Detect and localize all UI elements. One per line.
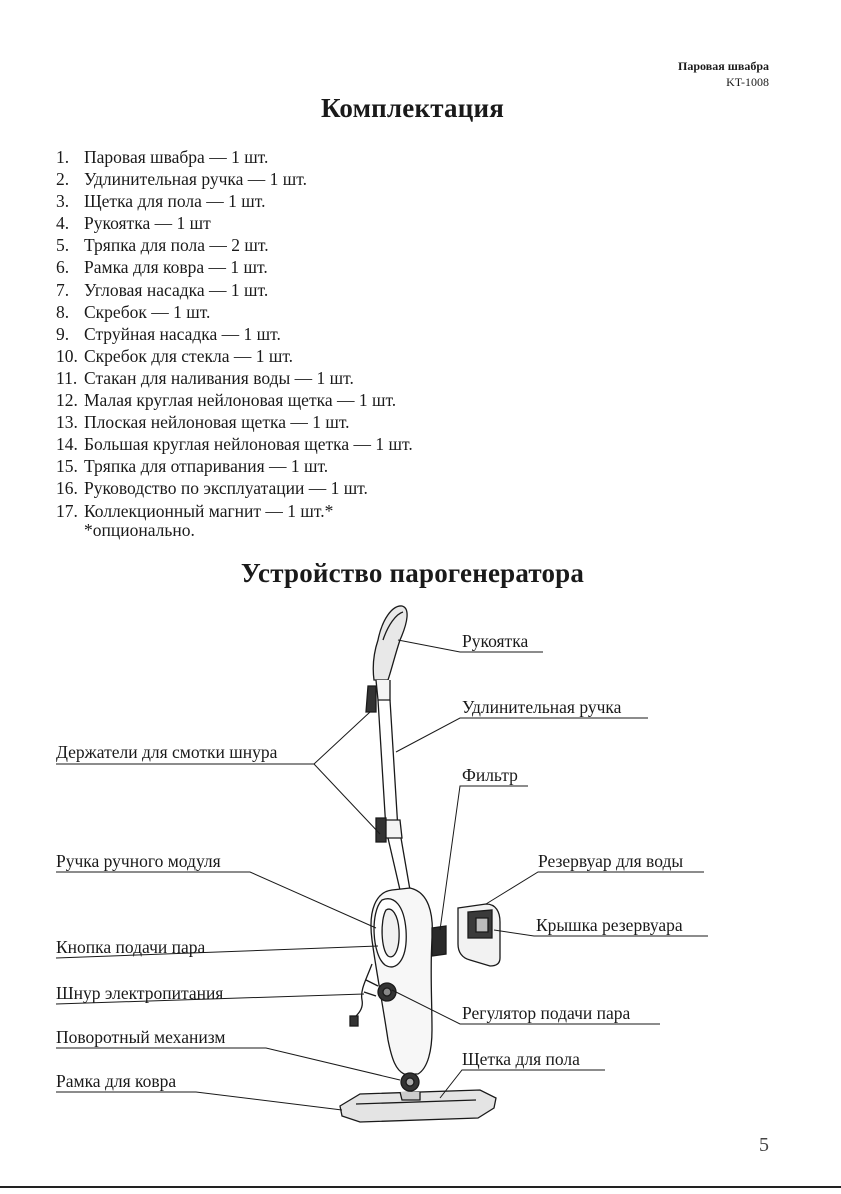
list-item-number: 12. xyxy=(56,390,78,411)
list-item: 12. Малая круглая нейлоновая щетка — 1 шт… xyxy=(56,389,413,411)
label-module-handle: Ручка ручного модуля xyxy=(56,851,221,871)
list-item-number: 16. xyxy=(56,478,78,499)
list-item-text: Щетка для пола — 1 шт. xyxy=(84,191,266,212)
list-item-text: Паровая швабра — 1 шт. xyxy=(84,147,269,167)
list-item-text: Большая круглая нейлоновая щетка — 1 шт. xyxy=(84,434,413,455)
page-header: Паровая швабра KT-1008 xyxy=(678,58,769,90)
label-power-cord: Шнур электропитания xyxy=(56,983,224,1003)
list-item: 9. Струйная насадка — 1 шт. xyxy=(56,323,413,345)
list-item-number: 2. xyxy=(56,169,70,190)
steam-mop-illustration xyxy=(339,605,501,1123)
list-item-number: 14. xyxy=(56,434,78,455)
list-item-text: Руководство по эксплуатации — 1 шт. xyxy=(84,478,368,499)
list-item-text: Тряпка для пола — 2 шт. xyxy=(84,235,269,256)
list-item: 2. Удлинительная ручка — 1 шт. xyxy=(56,168,413,190)
list-item-number: 10. xyxy=(56,345,78,366)
list-item-number: 13. xyxy=(56,412,78,433)
list-item: 17. Коллекционный магнит — 1 шт.* xyxy=(56,500,413,522)
list-item-number: 8. xyxy=(56,301,70,322)
bottom-rule xyxy=(0,1186,841,1188)
label-handle: Рукоятка xyxy=(462,631,529,651)
label-filter: Фильтр xyxy=(462,765,518,785)
list-item-text: Удлинительная ручка — 1 шт. xyxy=(84,169,307,190)
list-item-number: 6. xyxy=(56,257,70,278)
list-item-text: Коллекционный магнит — 1 шт.* xyxy=(84,500,334,521)
label-carpet-frame: Рамка для ковра xyxy=(56,1071,177,1091)
list-item-number: 4. xyxy=(56,213,70,234)
label-tank-cap: Крышка резервуара xyxy=(536,915,683,935)
contents-list: 1. Паровая швабра — 1 шт. 2. Удлинительная … xyxy=(56,146,413,522)
list-item-text: Тряпка для отпаривания — 1 шт. xyxy=(84,456,329,477)
list-item-number: 9. xyxy=(56,323,70,344)
label-extension-handle: Удлинительная ручка xyxy=(462,697,622,717)
list-item-number: 7. xyxy=(56,279,70,300)
page-number: 5 xyxy=(759,1134,769,1156)
label-cord-holders: Держатели для смотки шнура xyxy=(56,742,278,762)
list-item-number: 3. xyxy=(56,191,70,212)
list-item-text: Струйная насадка — 1 шт. xyxy=(84,323,281,344)
list-item-number: 5. xyxy=(56,235,70,256)
list-item: 15. Тряпка для отпаривания — 1 шт. xyxy=(56,455,413,477)
list-item: 6. Рамка для ковра — 1 шт. xyxy=(56,256,413,278)
list-item-text: Рукоятка — 1 шт xyxy=(84,213,211,234)
list-item: 4. Рукоятка — 1 шт xyxy=(56,212,413,234)
list-item-number: 11. xyxy=(56,367,78,388)
label-steam-regulator: Регулятор подачи пара xyxy=(462,1003,631,1023)
list-item-text: Рамка для ковра — 1 шт. xyxy=(84,257,268,278)
list-item-number: 15. xyxy=(56,456,78,477)
header-product-name: Паровая швабра xyxy=(678,59,769,73)
label-floor-brush: Щетка для пола xyxy=(462,1049,580,1069)
list-item-text: Стакан для наливания воды — 1 шт. xyxy=(84,367,354,388)
optional-note: *опционально. xyxy=(84,520,195,540)
list-item: 14. Большая круглая нейлоновая щетка — 1 … xyxy=(56,433,413,455)
list-item: 13. Плоская нейлоновая щетка — 1 шт. xyxy=(56,411,413,433)
list-item: 1. Паровая швабра — 1 шт. xyxy=(56,146,413,168)
label-water-tank: Резервуар для воды xyxy=(538,851,684,871)
list-item-text: Малая круглая нейлоновая щетка — 1 шт. xyxy=(84,390,397,411)
list-item: 8. Скребок — 1 шт. xyxy=(56,301,413,323)
list-item-text: Скребок — 1 шт. xyxy=(84,301,211,322)
list-item: 7. Угловая насадка — 1 шт. xyxy=(56,279,413,301)
header-model-code: KT-1008 xyxy=(726,75,769,89)
list-item: 5. Тряпка для пола — 2 шт. xyxy=(56,234,413,256)
list-item: 11. Стакан для наливания воды — 1 шт. xyxy=(56,367,413,389)
list-item-number: 17. xyxy=(56,500,78,521)
list-item-number: 1. xyxy=(56,147,70,167)
list-item: 3. Щетка для пола — 1 шт. xyxy=(56,190,413,212)
leader-lines xyxy=(55,639,708,1111)
list-item-text: Скребок для стекла — 1 шт. xyxy=(84,345,294,366)
section-title-contents: Комплектация xyxy=(320,93,505,123)
label-steam-button: Кнопка подачи пара xyxy=(56,937,206,957)
label-swivel-mechanism: Поворотный механизм xyxy=(56,1027,226,1047)
section-title-device: Устройство парогенератора xyxy=(240,558,585,588)
list-item: 10. Скребок для стекла — 1 шт. xyxy=(56,345,413,367)
list-item-text: Плоская нейлоновая щетка — 1 шт. xyxy=(84,412,350,433)
list-item-text: Угловая насадка — 1 шт. xyxy=(84,279,269,300)
list-item: 16. Руководство по эксплуатации — 1 шт. xyxy=(56,477,413,499)
